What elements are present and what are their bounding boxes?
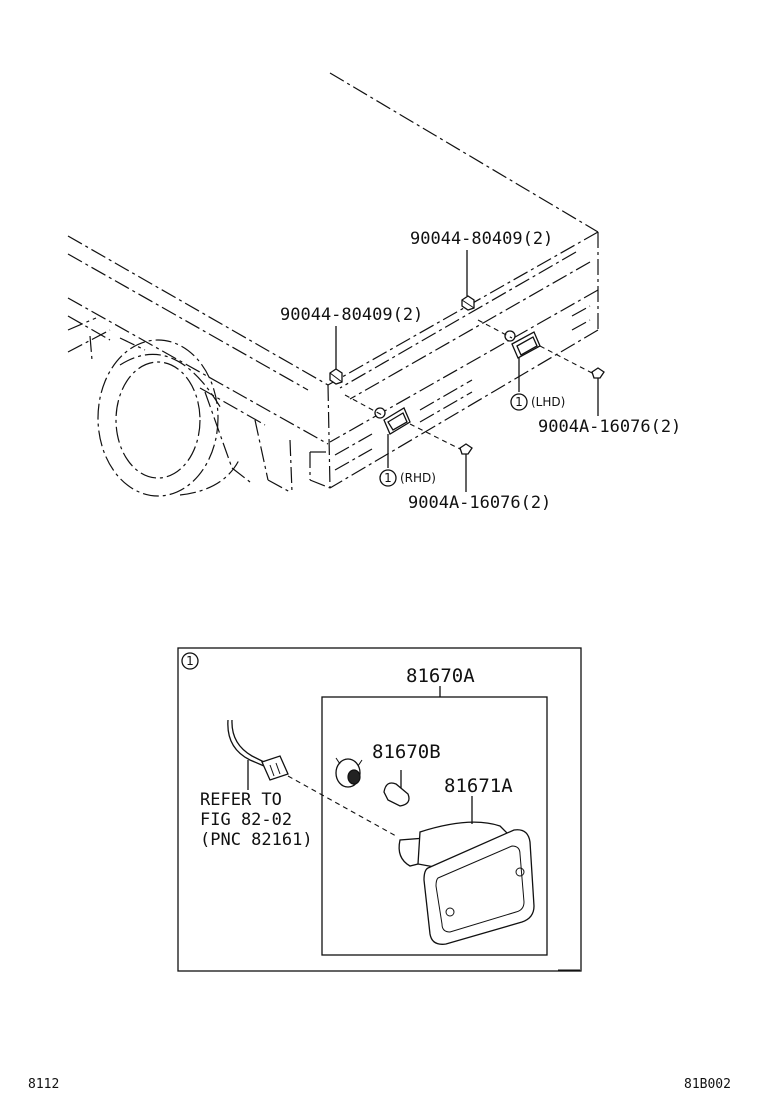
- lens-part-number: 81671A: [444, 775, 513, 797]
- screw-rhd: [459, 443, 473, 460]
- ref-marker-lhd-number: 1: [515, 395, 523, 409]
- refer-text-line1: REFER TO: [200, 790, 282, 810]
- side-marker-lamp-lhd: [477, 319, 595, 375]
- footer-right-code: 81B002: [684, 1077, 731, 1092]
- ref-marker-rhd: 1: [379, 469, 397, 487]
- leader-lines: [335, 250, 599, 492]
- clip-left: [329, 368, 343, 385]
- wiring-connector: [227, 719, 397, 837]
- bulb-socket-part-number: 81670B: [372, 741, 441, 763]
- truck-bed-outline: [67, 72, 599, 497]
- refer-text-line2: FIG 82-02: [200, 810, 292, 830]
- assembly-frame: [321, 696, 548, 956]
- rhd-label: (RHD): [400, 471, 436, 485]
- clip-upper: [461, 295, 475, 311]
- detail-marker-number: 1: [186, 654, 194, 668]
- bulb-socket: [335, 757, 363, 788]
- clip-left-part-number: 90044-80409(2): [280, 305, 423, 325]
- assembly-part-number: 81670A: [406, 665, 475, 687]
- ref-marker-rhd-number: 1: [384, 471, 392, 485]
- screw-lhd: [591, 367, 605, 384]
- lhd-label: (LHD): [531, 395, 565, 409]
- bulb: [383, 770, 410, 807]
- refer-text-line3: (PNC 82161): [200, 830, 313, 850]
- detail-marker: 1: [181, 652, 199, 670]
- detail-frame: [177, 647, 582, 972]
- footer-left-code: 8112: [28, 1077, 59, 1092]
- ref-marker-lhd: 1: [510, 393, 528, 411]
- side-marker-lamp-rhd: [344, 394, 463, 451]
- lamp-lens: [398, 796, 535, 945]
- screw-lhd-part-number: 9004A-16076(2): [538, 417, 681, 437]
- clip-upper-part-number: 90044-80409(2): [410, 229, 553, 249]
- screw-rhd-part-number: 9004A-16076(2): [408, 493, 551, 513]
